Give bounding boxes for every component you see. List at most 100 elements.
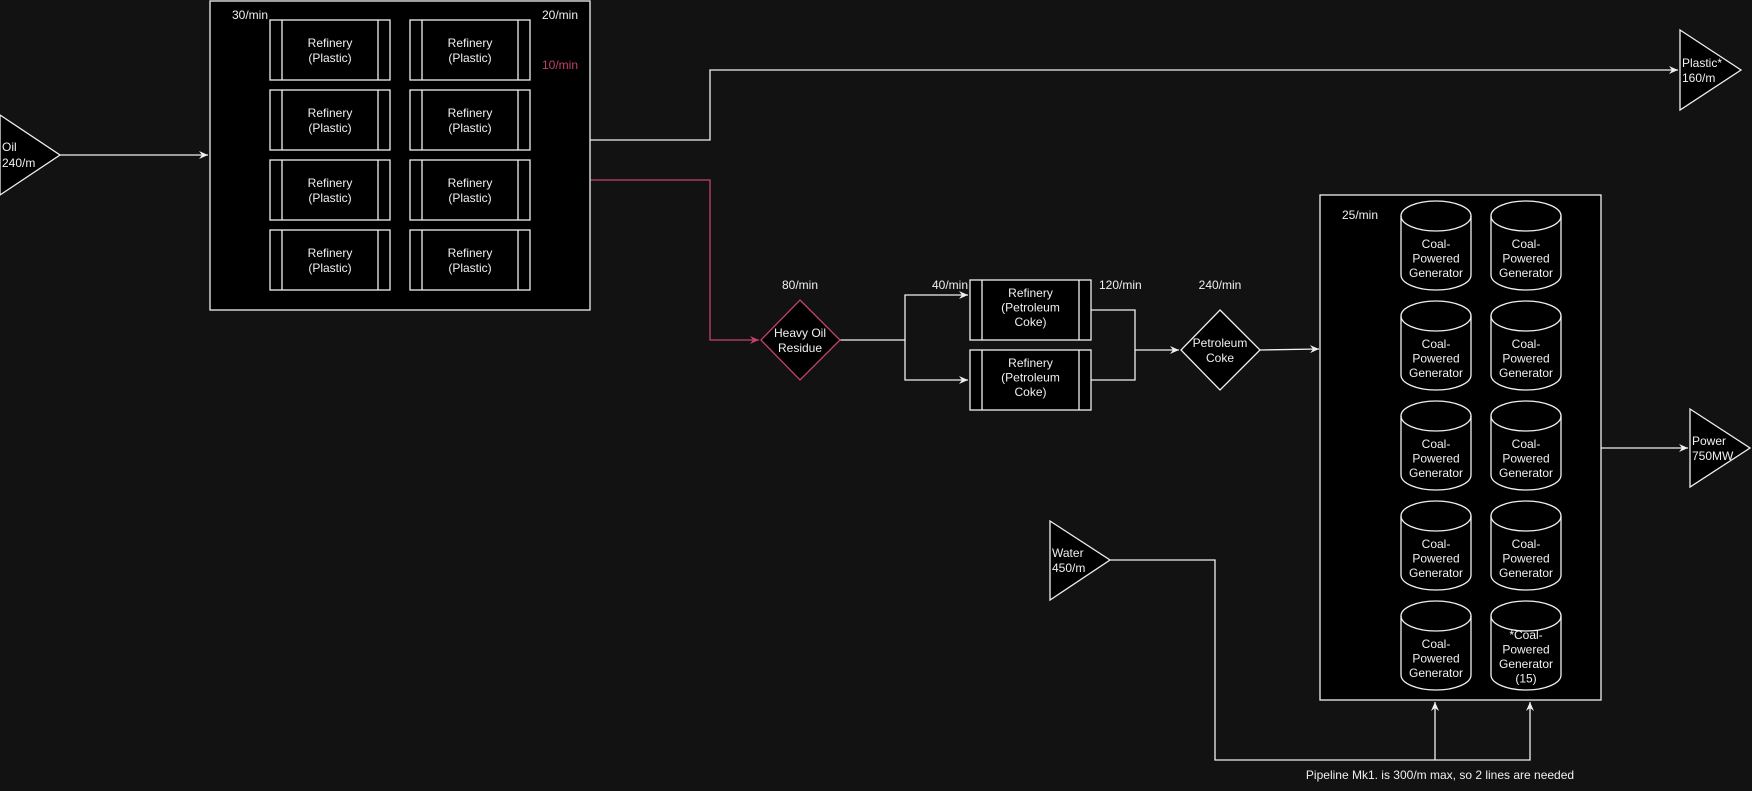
generator-label-line: (15) (1515, 672, 1536, 686)
refinery-plastic-label-line1: Refinery (308, 36, 353, 50)
refinery-plastic-label-line1: Refinery (308, 106, 353, 120)
oil-input-node[interactable]: Oil 240/m (0, 114, 62, 196)
heavy-oil-residue-node[interactable]: Heavy Oil Residue (760, 299, 841, 381)
refinery-petroleum-coke-label-line3: Coke) (1014, 315, 1046, 329)
refinery-plastic-label-line1: Refinery (308, 176, 353, 190)
power-output-rate: 750MW (1692, 449, 1734, 463)
refinery-plastic-label-line2: (Plastic) (308, 191, 351, 205)
refinery-plastic-label-line1: Refinery (448, 36, 493, 50)
refinery-petroleum-coke-label-line1: Refinery (1008, 356, 1053, 370)
pipeline-note: Pipeline Mk1. is 300/m max, so 2 lines a… (1306, 768, 1574, 782)
edge-petroleum-coke-to-generators (1259, 345, 1320, 354)
plastic-output-rate: 160/m (1682, 71, 1715, 85)
generator-group[interactable]: 25/min Coal-PoweredGeneratorCoal-Powered… (1319, 194, 1602, 701)
power-output-label: Power (1692, 434, 1726, 448)
generator-label-line: Generator (1409, 266, 1463, 280)
generator-label-line: Powered (1412, 652, 1459, 666)
generator-label-line: Coal- (1512, 437, 1541, 451)
generator-label-line: Generator (1499, 657, 1553, 671)
plastic-output-label: Plastic* (1682, 56, 1722, 70)
generator-label-line: Coal- (1422, 637, 1451, 651)
refinery-plastic[interactable]: Refinery(Plastic) (409, 19, 531, 81)
refinery-plastic[interactable]: Refinery(Plastic) (269, 229, 391, 291)
refinery-plastic-label-line2: (Plastic) (448, 261, 491, 275)
generator-label-line: Coal- (1422, 237, 1451, 251)
generator-label-line: Powered (1412, 252, 1459, 266)
petroleum-coke-rate: 240/min (1199, 278, 1242, 292)
generator-group-input-rate: 25/min (1342, 208, 1378, 222)
petroleum-coke-label-line1: Petroleum (1193, 336, 1248, 350)
generator-label-line: Powered (1412, 352, 1459, 366)
edge-plastic-output (590, 66, 1678, 141)
refinery-petroleum-coke-label-line1: Refinery (1008, 286, 1053, 300)
generator-label-line: Generator (1409, 466, 1463, 480)
generator-label-line: Generator (1409, 566, 1463, 580)
refinery-plastic-label-line2: (Plastic) (448, 121, 491, 135)
refinery-plastic-label-line2: (Plastic) (308, 51, 351, 65)
generator-label-line: Powered (1502, 552, 1549, 566)
plastic-group-input-rate: 30/min (232, 8, 268, 22)
oil-rate: 240/m (2, 156, 35, 170)
water-rate: 450/m (1052, 561, 1085, 575)
water-input-node[interactable]: Water 450/m (1049, 519, 1112, 602)
refinery-plastic-label-line2: (Plastic) (308, 261, 351, 275)
refinery-petroleum-coke-label-line2: (Petroleum (1001, 371, 1060, 385)
generator-label-line: Coal- (1512, 537, 1541, 551)
refinery-plastic[interactable]: Refinery(Plastic) (409, 229, 531, 291)
refinery-plastic[interactable]: Refinery(Plastic) (409, 159, 531, 221)
refinery-plastic[interactable]: Refinery(Plastic) (269, 159, 391, 221)
refinery-plastic[interactable]: Refinery(Plastic) (269, 19, 391, 81)
generator-label-line: Powered (1502, 352, 1549, 366)
edge-heavy-oil-to-coke-refinery-2 (904, 340, 968, 384)
petroleum-coke-node[interactable]: Petroleum Coke (1180, 309, 1261, 391)
generator-label-line: Powered (1502, 452, 1549, 466)
refinery-petroleum-coke-label-line2: (Petroleum (1001, 301, 1060, 315)
plastic-output-node[interactable]: Plastic* 160/m (1679, 28, 1743, 112)
generator-label-line: Generator (1409, 666, 1463, 680)
refinery-plastic-label-line1: Refinery (448, 176, 493, 190)
plastic-refinery-group[interactable]: 30/min 20/min 10/min Refinery(Plastic)Re… (209, 0, 591, 311)
generator-label-line: Powered (1412, 452, 1459, 466)
refinery-plastic[interactable]: Refinery(Plastic) (409, 89, 531, 151)
generator-label-line: Generator (1499, 366, 1553, 380)
water-label: Water (1052, 546, 1084, 560)
petroleum-coke-label-line2: Coke (1206, 351, 1234, 365)
edge-heavy-oil-to-coke-refinery-1 (840, 291, 968, 341)
oil-label: Oil (2, 140, 17, 154)
heavy-oil-label-line1: Heavy Oil (774, 326, 826, 340)
refinery-plastic-label-line2: (Plastic) (308, 121, 351, 135)
generator-label-line: Generator (1499, 466, 1553, 480)
generator-label-line: Generator (1499, 266, 1553, 280)
generator-label-line: Powered (1502, 643, 1549, 657)
generator-label-line: Coal- (1512, 337, 1541, 351)
plastic-group-output-rate: 20/min (542, 8, 578, 22)
refinery-plastic-label-line1: Refinery (448, 106, 493, 120)
coke-refinery-output-rate: 120/min (1099, 278, 1142, 292)
refinery-plastic[interactable]: Refinery(Plastic) (269, 89, 391, 151)
coke-refinery-input-rate: 40/min (932, 278, 968, 292)
generator-label-line: Coal- (1422, 537, 1451, 551)
generator-label-line: Coal- (1422, 437, 1451, 451)
generator-label-line: Generator (1499, 566, 1553, 580)
refinery-plastic-label-line2: (Plastic) (448, 51, 491, 65)
refinery-plastic-label-line2: (Plastic) (448, 191, 491, 205)
refinery-petroleum-coke-label-line3: Coke) (1014, 385, 1046, 399)
generator-label-line: Coal- (1422, 337, 1451, 351)
generator-label-line: *Coal- (1509, 628, 1542, 642)
heavy-oil-label-line2: Residue (778, 341, 822, 355)
edge-coke-refinery-merge (1091, 309, 1136, 381)
power-output-node[interactable]: Power 750MW (1689, 407, 1752, 489)
